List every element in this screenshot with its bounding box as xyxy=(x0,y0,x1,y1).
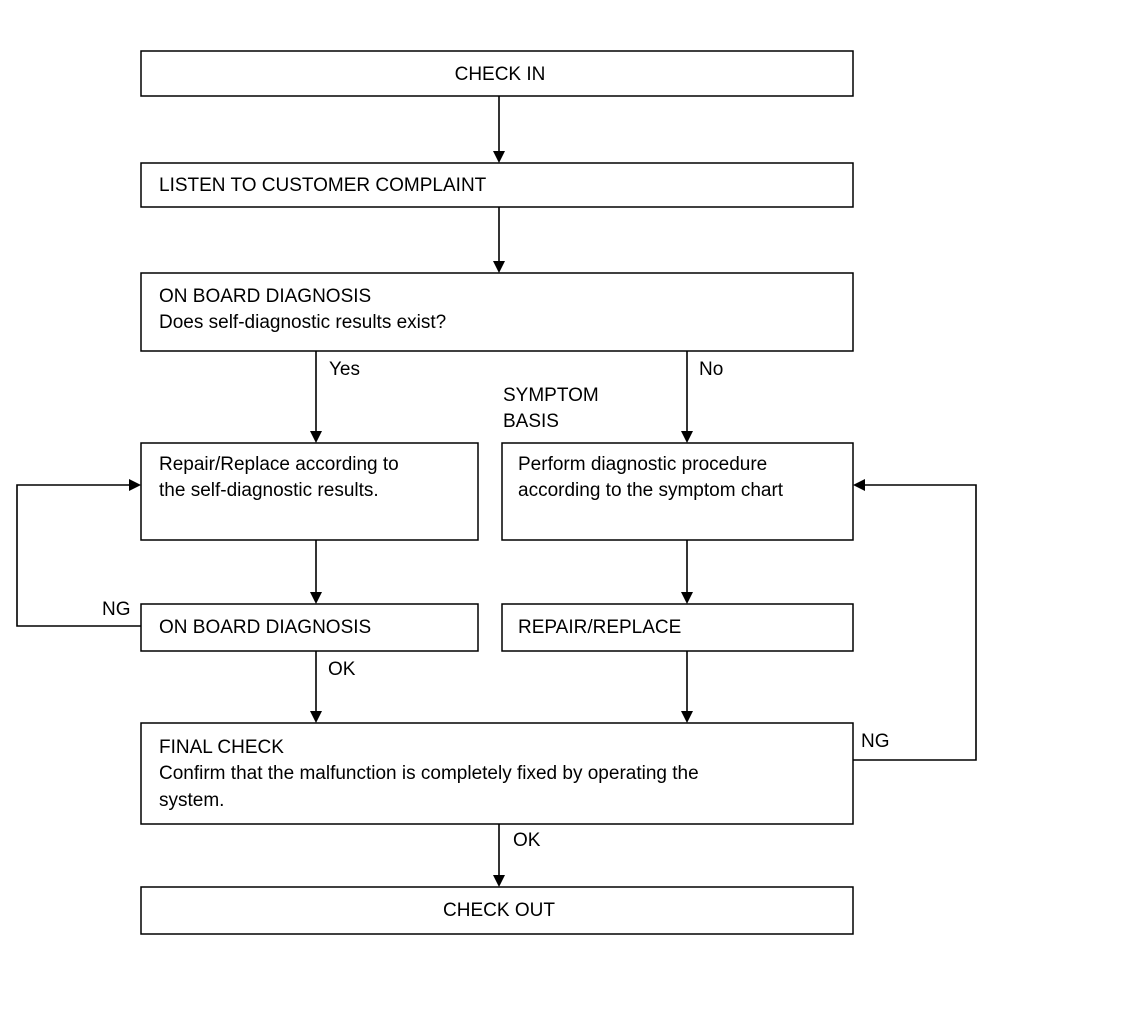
final-check-line-3: system. xyxy=(159,790,224,811)
box-final-check xyxy=(140,722,854,825)
arrowhead-final-left xyxy=(310,711,322,723)
arrowhead-obd2 xyxy=(310,592,322,604)
ng-right-label: NG xyxy=(861,731,890,752)
ok-obd-label: OK xyxy=(328,659,356,680)
box-repair-self xyxy=(140,442,479,541)
no-label: No xyxy=(699,359,723,380)
box-perform xyxy=(501,442,854,541)
repair-self-line-1: Repair/Replace according to xyxy=(159,454,399,475)
arrowhead-listen xyxy=(493,151,505,163)
box-obd-1 xyxy=(140,272,854,352)
repair-replace-text: REPAIR/REPLACE xyxy=(518,617,681,638)
final-check-line-2: Confirm that the malfunction is complete… xyxy=(159,763,699,784)
final-check-title: FINAL CHECK xyxy=(159,737,284,758)
loop-obd2-ng-to-repair xyxy=(16,484,141,627)
obd-2-text: ON BOARD DIAGNOSIS xyxy=(159,617,371,638)
ok-final-label: OK xyxy=(513,830,541,851)
connectors xyxy=(16,96,977,876)
arrowhead-loop-left xyxy=(129,479,141,491)
box-obd-2 xyxy=(140,603,479,652)
loop-final-ng-to-perform xyxy=(853,484,977,761)
box-check-out xyxy=(140,886,854,935)
arrowheads xyxy=(129,151,865,887)
box-listen xyxy=(140,162,854,208)
boxes xyxy=(140,50,854,935)
arrowhead-repair-replace xyxy=(681,592,693,604)
arrowhead-final-right xyxy=(681,711,693,723)
check-out-text: CHECK OUT xyxy=(443,900,555,921)
listen-text: LISTEN TO CUSTOMER COMPLAINT xyxy=(159,175,487,196)
perform-line-1: Perform diagnostic procedure xyxy=(518,454,767,475)
perform-line-2: according to the symptom chart xyxy=(518,480,784,501)
symptom-basis-line-2: BASIS xyxy=(503,411,559,432)
arrowhead-perform xyxy=(681,431,693,443)
check-in-text: CHECK IN xyxy=(455,64,546,85)
obd-1-question: Does self-diagnostic results exist? xyxy=(159,312,446,333)
arrowhead-check-out xyxy=(493,875,505,887)
obd-1-title: ON BOARD DIAGNOSIS xyxy=(159,286,371,307)
ng-left-label: NG xyxy=(102,599,131,620)
arrowhead-loop-right xyxy=(853,479,865,491)
arrowhead-repair-self xyxy=(310,431,322,443)
yes-label: Yes xyxy=(329,359,360,380)
box-repair-replace xyxy=(501,603,854,652)
arrowhead-obd xyxy=(493,261,505,273)
box-check-in xyxy=(140,50,854,97)
symptom-basis-line-1: SYMPTOM xyxy=(503,385,599,406)
repair-self-line-2: the self-diagnostic results. xyxy=(159,480,379,501)
